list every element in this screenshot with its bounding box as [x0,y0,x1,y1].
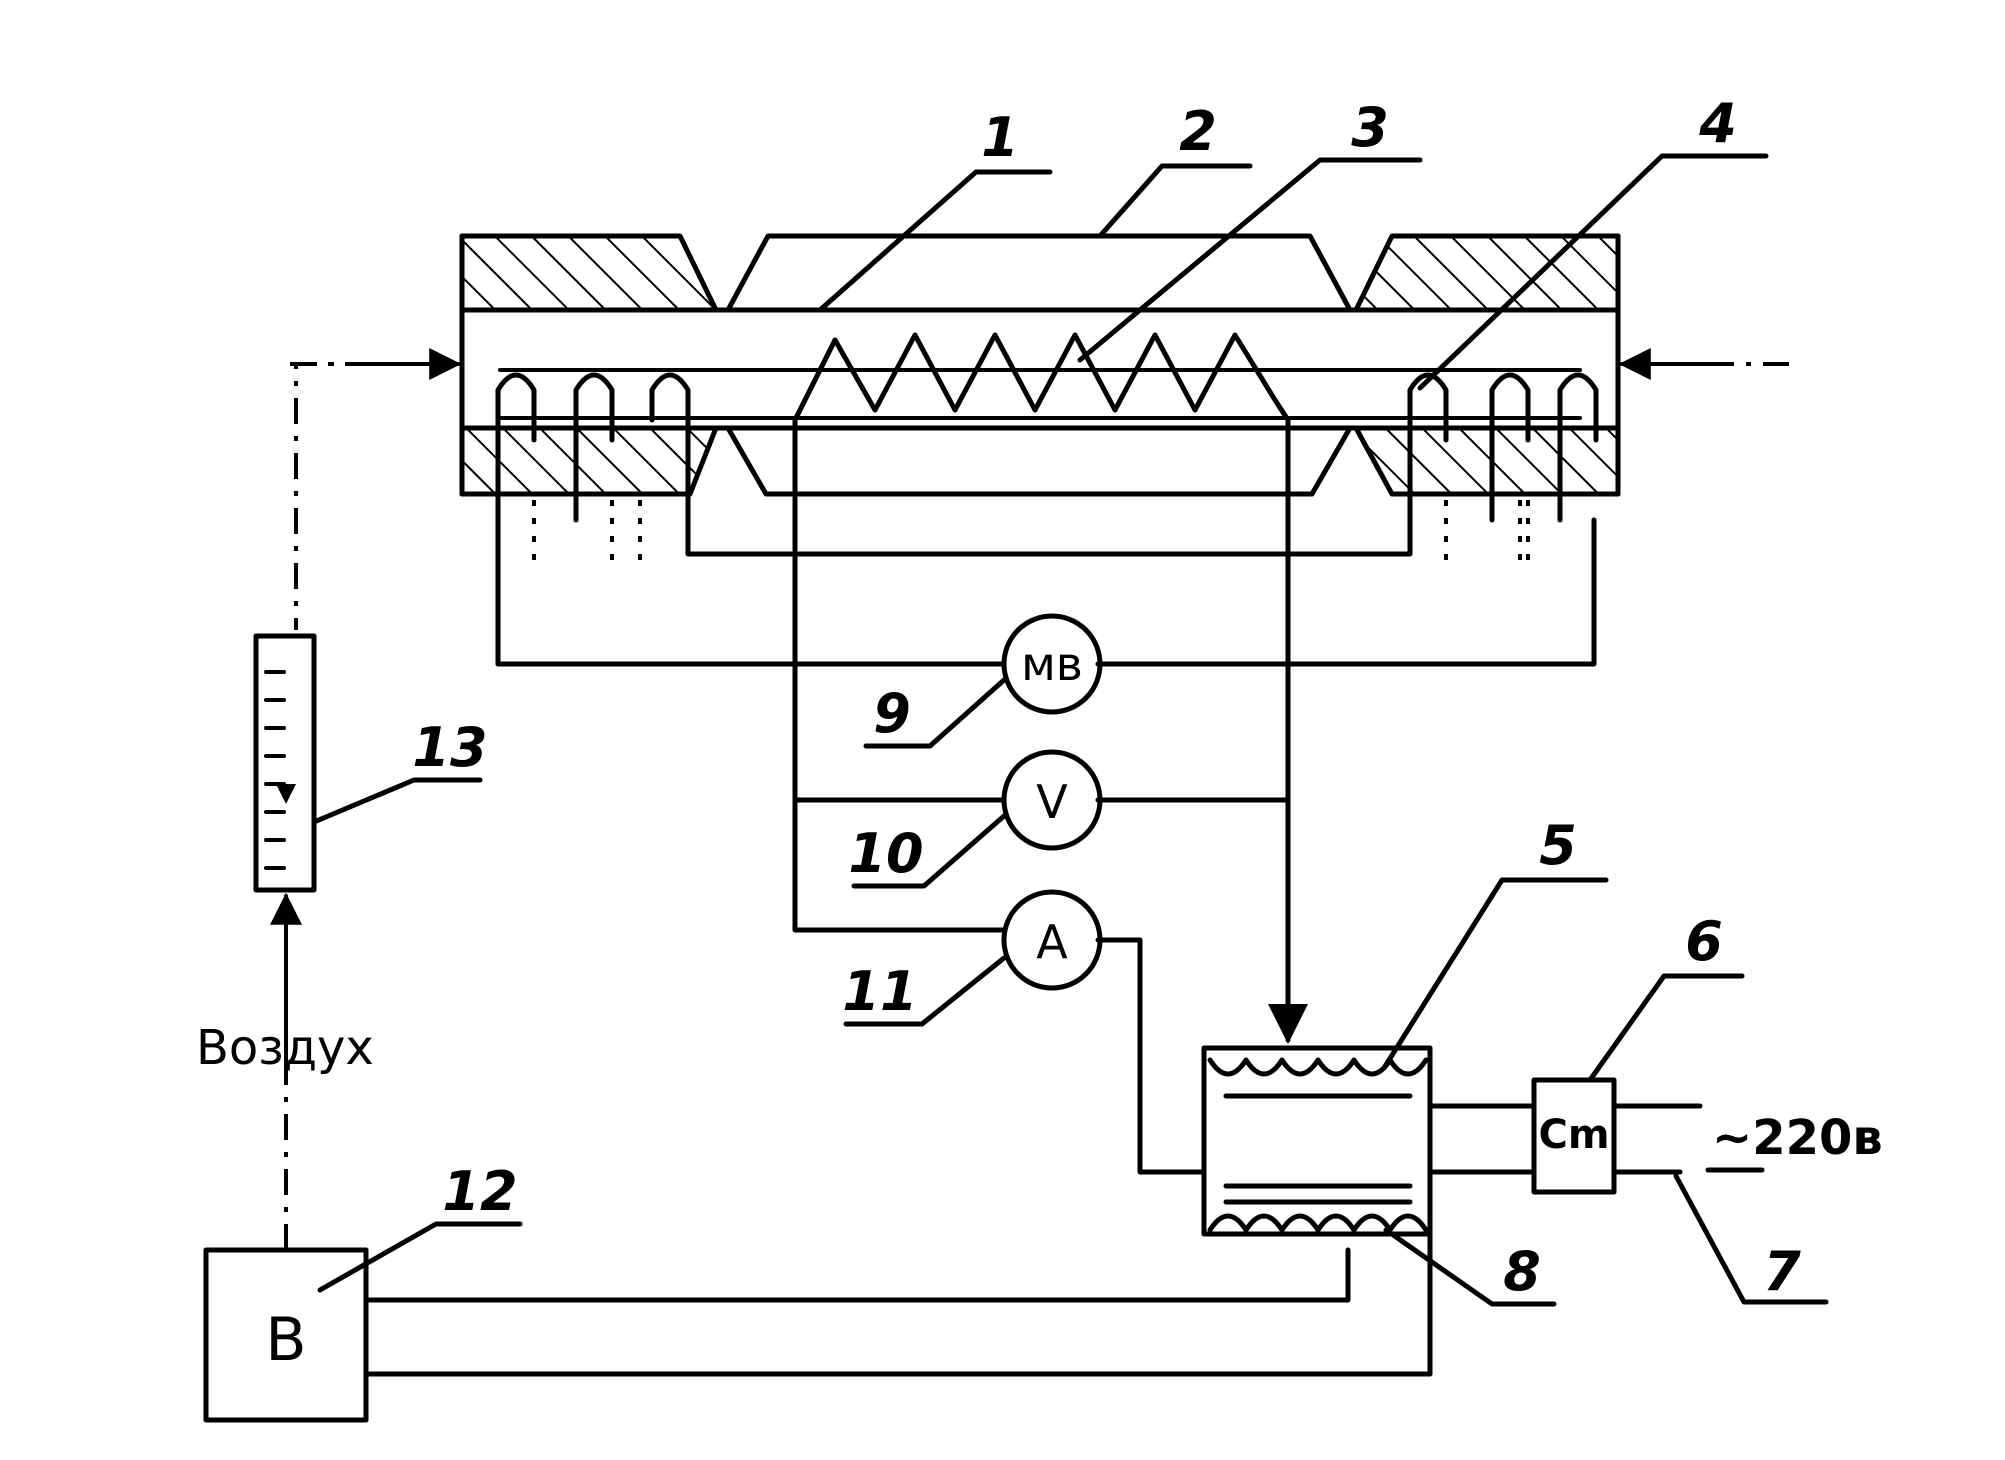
callout-13: 13 [412,716,487,779]
callout-12: 12 [442,1160,517,1223]
leader-5 [1381,877,1609,1071]
coil-lead-left [792,417,1007,933]
callout-9: 9 [873,682,911,745]
leader-7 [1673,1173,1829,1305]
voltmeter-dial [1001,749,1103,851]
callout-7: 7 [1763,1240,1801,1303]
ammeter-dial [1001,889,1103,991]
heat-exchanger-assembly [290,233,1800,560]
rotameter-float [276,784,296,804]
ammeter-wire [1095,937,1207,1175]
stabilizer-box [1531,1077,1617,1195]
autotransformer-top-winding [1207,1057,1429,1077]
leader-8 [1383,1227,1557,1307]
casing-upper [725,233,1353,313]
supply-label: ~220в [1712,1110,1883,1166]
callout-10: 10 [848,822,923,885]
leader-10 [851,813,1007,889]
blower-label: В [265,1305,306,1375]
leader-11 [843,955,1007,1027]
rotameter-tube [253,633,317,893]
callout-11: 11 [842,960,917,1023]
callout-4: 4 [1698,92,1737,155]
callout-3: 3 [1351,96,1389,159]
callout-8: 8 [1503,1240,1541,1303]
thermocouple-right-1 [1407,372,1449,443]
millivoltmeter-dial [1001,613,1103,715]
thermocouple-right-2 [1489,372,1531,523]
callouts: 1 2 3 4 5 6 7 8 9 10 11 12 13 [311,92,1829,1307]
thermocouple-wire-right [1095,517,1597,667]
air-supply-line-upper [294,362,372,630]
millivoltmeter: мв [1001,613,1103,715]
callout-6: 6 [1685,910,1723,973]
millivoltmeter-symbol: мв [1021,637,1083,691]
callout-1: 1 [981,106,1019,169]
ammeter: A [1001,889,1103,991]
thermocouple-left-2 [573,372,615,523]
leader-13 [311,777,483,825]
voltmeter: V [1001,749,1103,851]
thermocouple-right-3 [1557,372,1599,523]
leader-1 [817,169,1053,313]
ammeter-symbol: A [1036,915,1068,969]
right-lower-insulation [1353,425,1621,497]
thermocouple-return-wire [685,417,1413,557]
thermocouple-wire-left [495,517,1007,667]
voltmeter-symbol: V [1036,775,1068,829]
blower-wire-1 [363,1247,1351,1303]
casing-lower [725,425,1353,497]
leader-6 [1587,973,1745,1083]
blower-wire-2 [363,1231,1433,1377]
leader-12 [317,1221,523,1293]
leader-9 [863,677,1007,749]
heating-coil [792,332,1291,423]
thermocouple-left-1 [495,372,537,523]
wiring [203,362,1703,1423]
left-upper-insulation [459,233,719,313]
leader-4 [1417,153,1769,391]
autotransformer-body [1201,1045,1433,1237]
transformer-secondary-winding [1207,1213,1429,1233]
right-upper-insulation [1353,233,1621,313]
rotameter-scale [264,670,286,870]
air-label: Воздух [196,1020,374,1076]
leader-3 [1077,157,1423,363]
callout-2: 2 [1179,100,1217,163]
callout-5: 5 [1539,814,1577,877]
thermocouple-left-3 [649,372,691,443]
leader-2 [1097,163,1253,239]
stabilizer-label: Cm [1538,1112,1609,1158]
